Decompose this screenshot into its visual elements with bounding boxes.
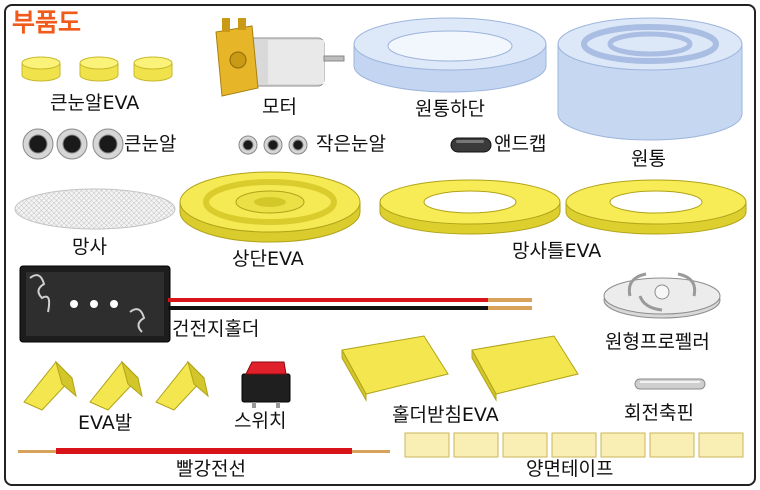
end-cap bbox=[450, 137, 492, 153]
diagram-title: 부품도 bbox=[12, 8, 82, 37]
label-double-tape: 양면테이프 bbox=[526, 458, 614, 480]
label-motor: 모터 bbox=[262, 96, 297, 118]
label-small-eye: 작은눈알 bbox=[316, 133, 386, 155]
label-red-wire: 빨강전선 bbox=[176, 458, 246, 480]
label-cylinder-bottom: 원통하단 bbox=[415, 98, 485, 120]
propeller bbox=[603, 272, 721, 319]
mesh-disc bbox=[14, 188, 176, 230]
label-mesh: 망사 bbox=[72, 236, 107, 258]
label-battery-holder: 건전지홀더 bbox=[172, 318, 260, 340]
label-rotation-pin: 회전축핀 bbox=[624, 402, 694, 424]
top-eva-ring bbox=[179, 171, 361, 243]
label-holder-stand-eva: 홀더받침EVA bbox=[392, 404, 499, 426]
label-cylinder: 원통 bbox=[631, 148, 666, 170]
label-big-eye: 큰눈알 bbox=[124, 133, 177, 155]
holder-stand-eva bbox=[341, 335, 579, 402]
battery-holder bbox=[19, 265, 532, 343]
label-end-cap: 앤드캡 bbox=[494, 133, 547, 155]
small-eyes bbox=[238, 135, 308, 155]
big-eye-eva-discs bbox=[21, 56, 173, 82]
red-wire bbox=[18, 448, 390, 454]
label-switch: 스위치 bbox=[234, 410, 287, 432]
label-top-eva: 상단EVA bbox=[232, 248, 304, 270]
rotation-pin bbox=[634, 378, 706, 390]
eva-feet bbox=[23, 360, 209, 411]
motor-illustration bbox=[215, 18, 345, 97]
mesh-frame-eva-rings bbox=[379, 179, 747, 235]
label-eva-foot: EVA발 bbox=[78, 412, 133, 434]
cylinder-bottom-ring bbox=[353, 17, 547, 93]
switch bbox=[241, 361, 291, 408]
label-mesh-frame-eva: 망사틀EVA bbox=[512, 240, 602, 262]
label-propeller: 원형프로펠러 bbox=[605, 331, 710, 353]
big-eyes bbox=[22, 128, 124, 160]
cylinder-illustration bbox=[557, 17, 743, 141]
double-tape-strips bbox=[404, 432, 744, 458]
label-big-eye-eva: 큰눈알EVA bbox=[50, 92, 140, 114]
